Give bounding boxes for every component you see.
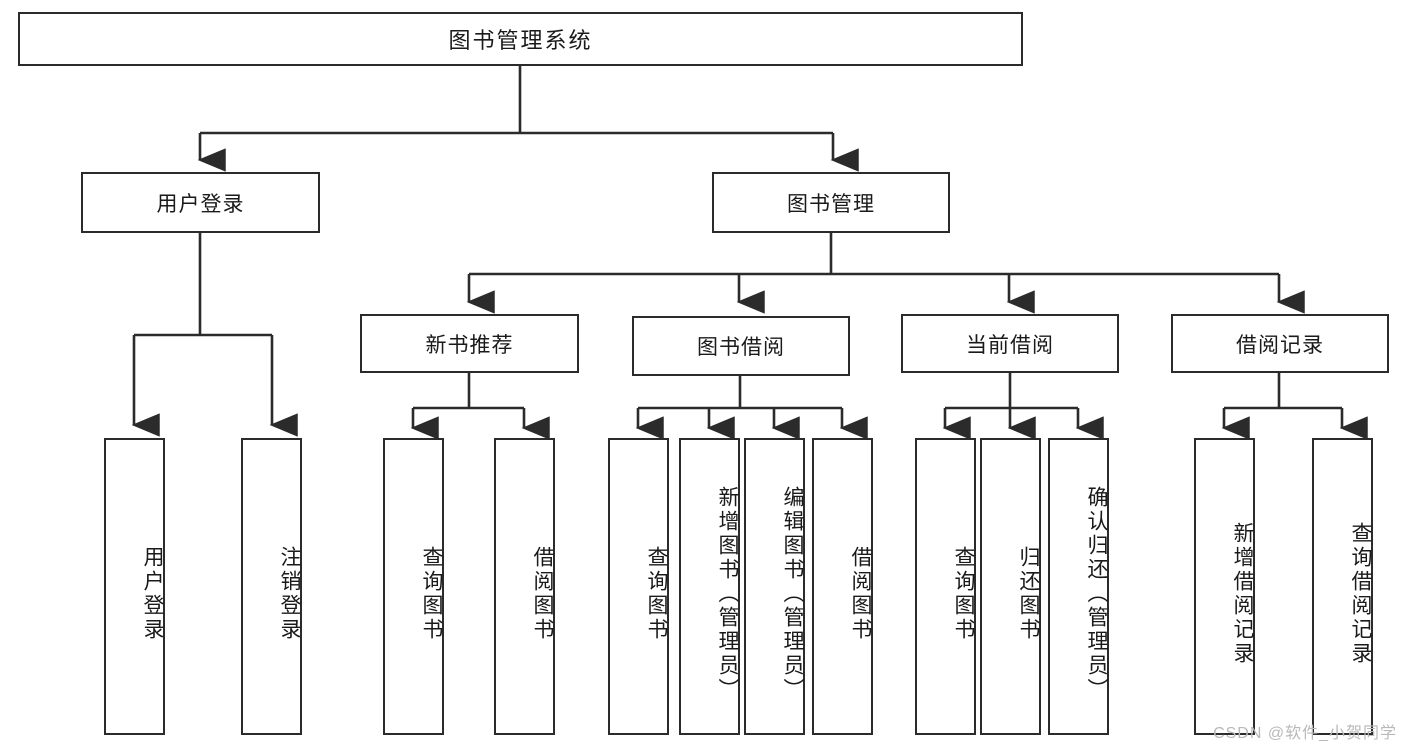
node-new-book-rec[interactable]: 新书推荐 — [360, 314, 579, 373]
node-book-manage-label: 图书管理 — [787, 192, 875, 216]
node-new-book-rec-label: 新书推荐 — [425, 333, 514, 357]
node-current-borrow-label: 当前借阅 — [966, 333, 1054, 357]
leaf-edit-book-label: 编辑图书（管理员） — [781, 485, 804, 702]
leaf-borrow-book-2[interactable]: 借阅图书 — [812, 438, 873, 735]
node-root-label: 图书管理系统 — [448, 28, 593, 53]
node-root[interactable]: 图书管理系统 — [18, 12, 1023, 66]
leaf-user-logout[interactable]: 注销登录 — [241, 438, 302, 735]
leaf-user-logout-label: 注销登录 — [278, 545, 301, 642]
leaf-add-record[interactable]: 新增借阅记录 — [1194, 438, 1255, 735]
node-book-manage[interactable]: 图书管理 — [712, 172, 950, 233]
leaf-confirm-return-label: 确认归还（管理员） — [1085, 485, 1108, 702]
leaf-query-book-1-label: 查询图书 — [420, 545, 443, 642]
leaf-borrow-book-1-label: 借阅图书 — [531, 545, 554, 642]
leaf-return-book[interactable]: 归还图书 — [980, 438, 1041, 735]
leaf-add-record-label: 新增借阅记录 — [1231, 521, 1254, 666]
node-book-borrow-label: 图书借阅 — [697, 336, 785, 359]
leaf-borrow-book-1[interactable]: 借阅图书 — [494, 438, 555, 735]
leaf-user-login[interactable]: 用户登录 — [104, 438, 165, 735]
node-current-borrow[interactable]: 当前借阅 — [901, 314, 1119, 373]
node-borrow-record[interactable]: 借阅记录 — [1171, 314, 1389, 373]
node-user-login-label: 用户登录 — [156, 192, 245, 216]
leaf-return-book-label: 归还图书 — [1017, 545, 1040, 642]
leaf-edit-book[interactable]: 编辑图书（管理员） — [744, 438, 805, 735]
leaf-add-book[interactable]: 新增图书（管理员） — [679, 438, 740, 735]
leaf-confirm-return[interactable]: 确认归还（管理员） — [1048, 438, 1109, 735]
leaf-borrow-book-2-label: 借阅图书 — [849, 545, 872, 642]
leaf-query-record[interactable]: 查询借阅记录 — [1312, 438, 1373, 735]
leaf-query-book-1[interactable]: 查询图书 — [383, 438, 444, 735]
leaf-user-login-label: 用户登录 — [141, 545, 164, 642]
leaf-query-book-3[interactable]: 查询图书 — [915, 438, 976, 735]
leaf-query-record-label: 查询借阅记录 — [1349, 521, 1372, 666]
leaf-query-book-3-label: 查询图书 — [952, 545, 975, 642]
leaf-add-book-label: 新增图书（管理员） — [716, 485, 739, 702]
node-user-login[interactable]: 用户登录 — [81, 172, 320, 233]
leaf-query-book-2[interactable]: 查询图书 — [608, 438, 669, 735]
watermark: CSDN @软件_小贺同学 — [1213, 725, 1397, 742]
leaf-query-book-2-label: 查询图书 — [645, 545, 668, 642]
node-borrow-record-label: 借阅记录 — [1236, 333, 1324, 357]
node-book-borrow[interactable]: 图书借阅 — [632, 316, 850, 376]
